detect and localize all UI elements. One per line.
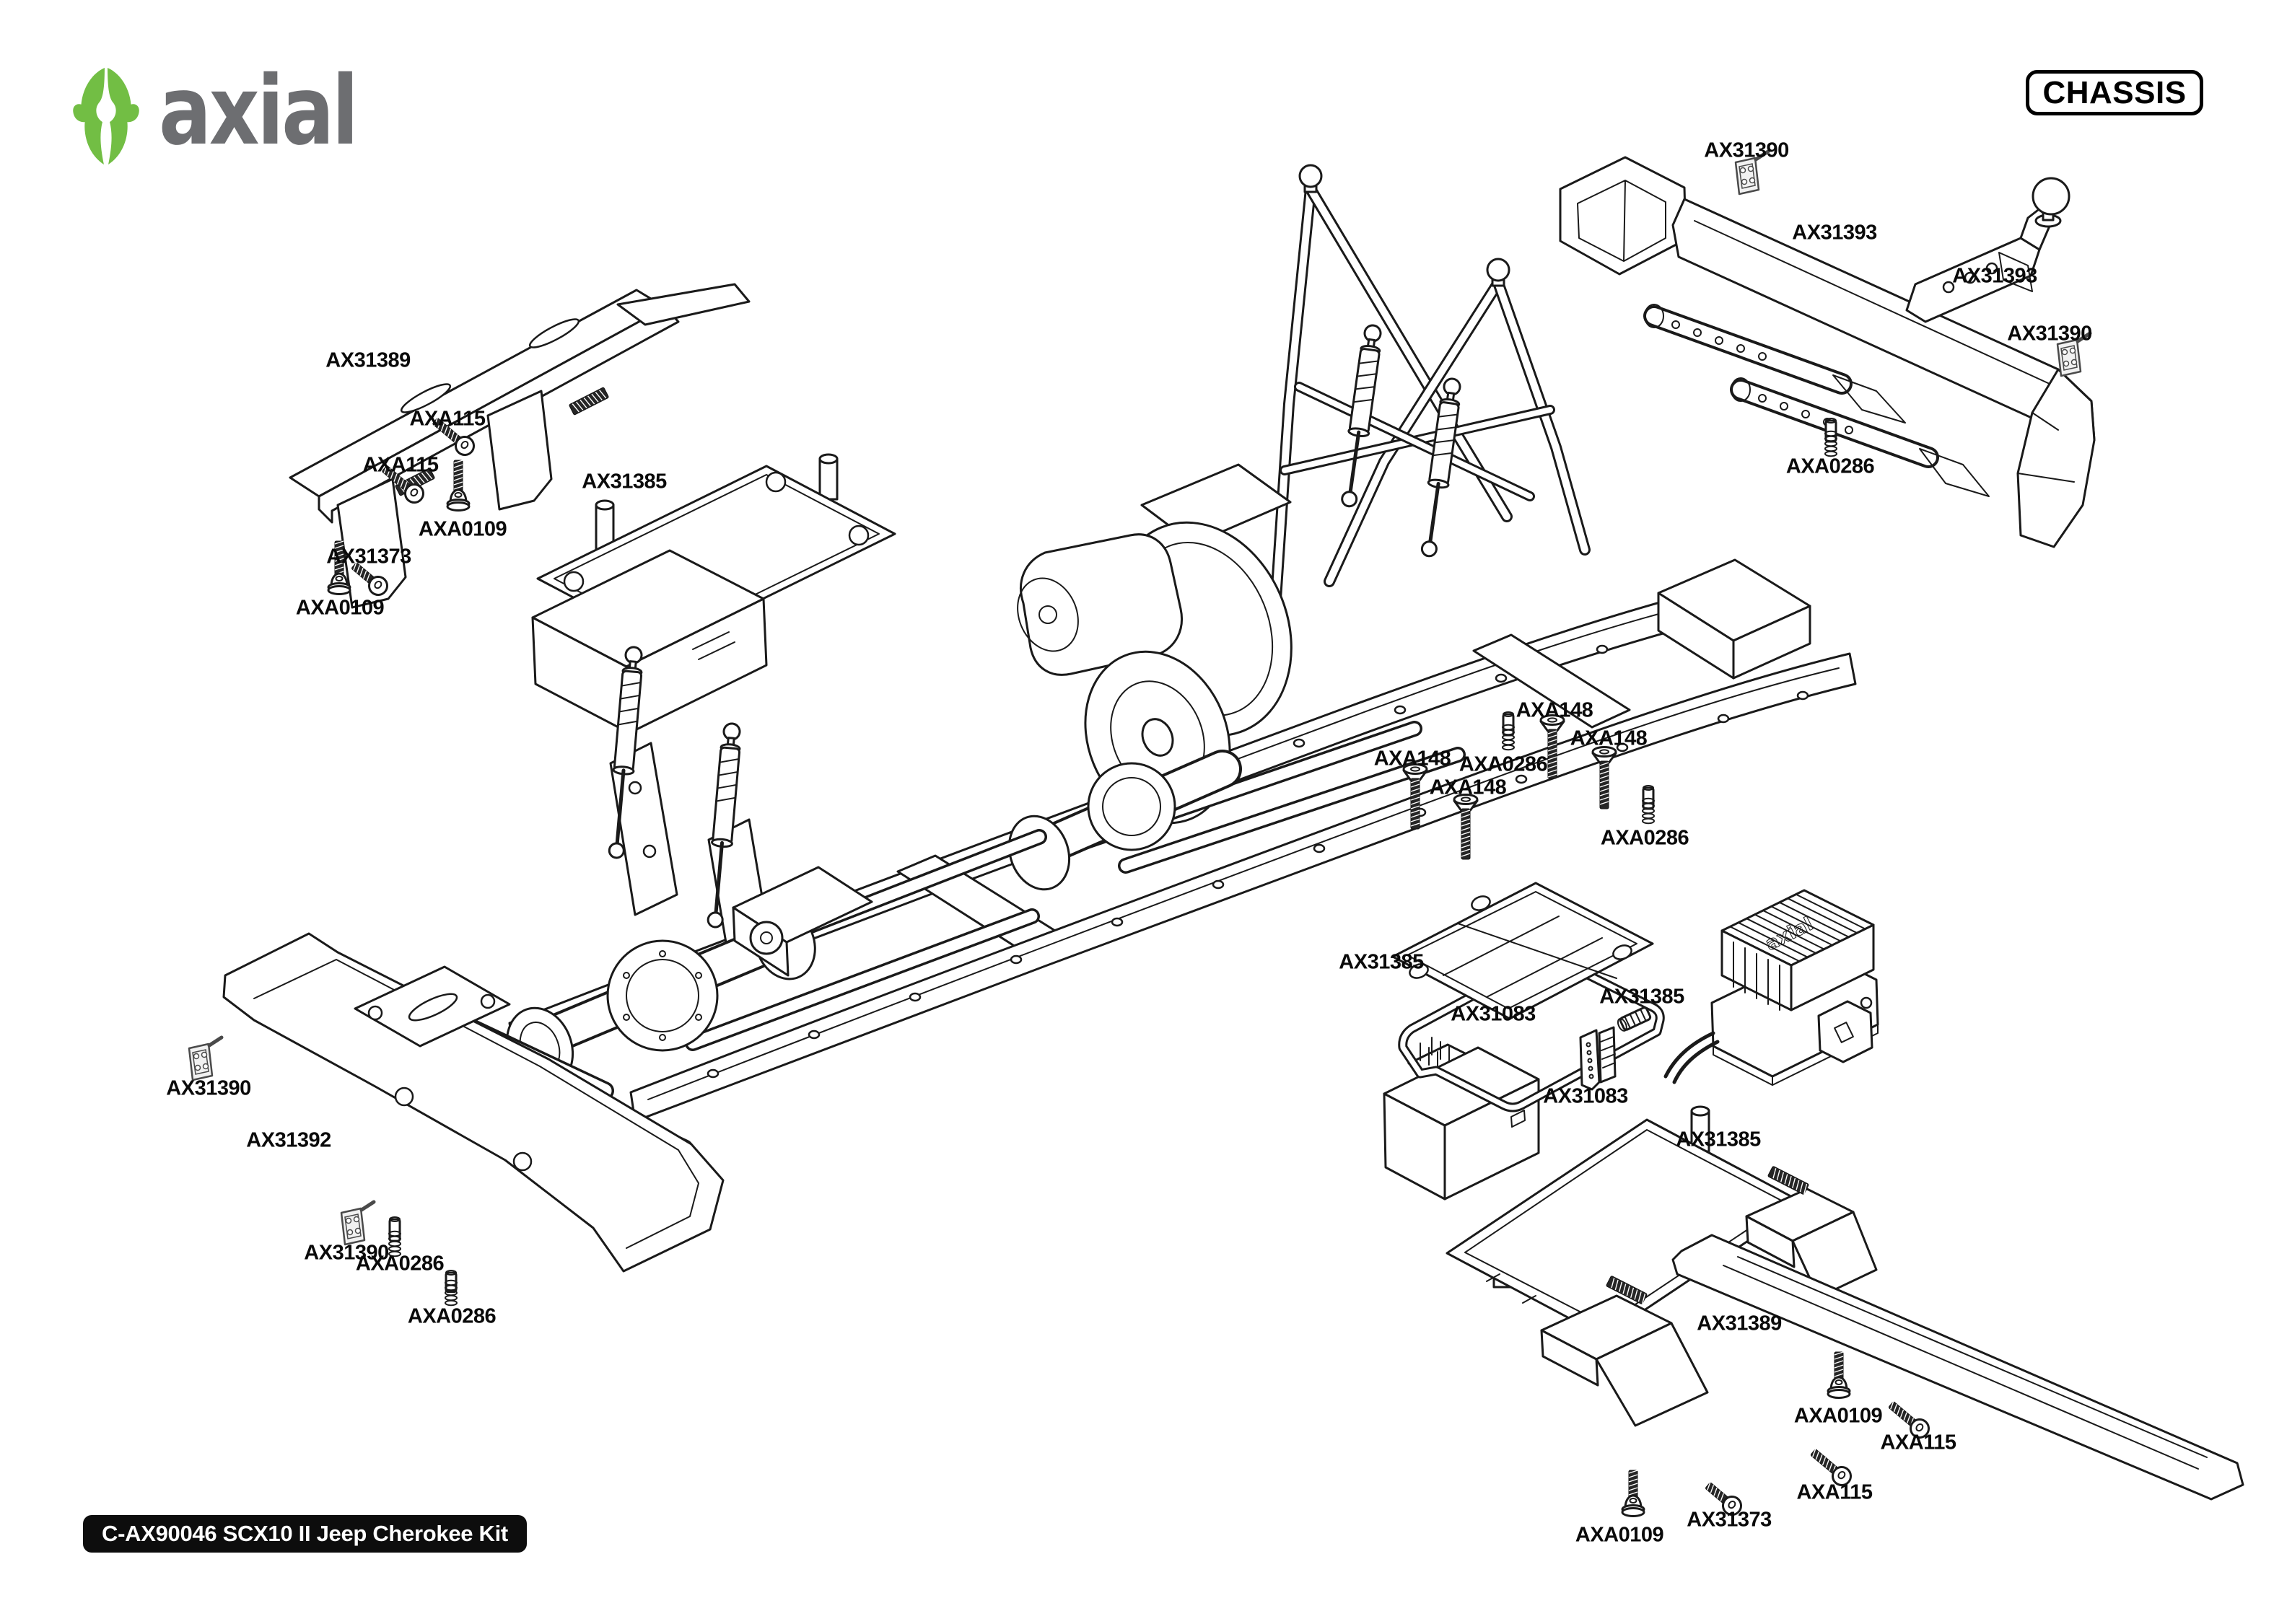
part-label-axa148: AXA148 [1516, 698, 1593, 722]
part-label-ax31385: AX31385 [582, 470, 667, 493]
side-slider-left [289, 283, 751, 609]
fastener-axa148 [1591, 746, 1617, 809]
part-label-ax31390: AX31390 [304, 1241, 389, 1265]
part-label-ax31390: AX31390 [166, 1076, 251, 1100]
part-label-ax31389: AX31389 [325, 348, 411, 372]
fastener-axa0286 [445, 1270, 458, 1307]
part-label-ax31385: AX31385 [1676, 1128, 1761, 1151]
box-vent-plug [1579, 1026, 1617, 1091]
brand-wordmark: axial [159, 56, 359, 167]
part-label-ax31083: AX31083 [1543, 1084, 1628, 1108]
part-label-axa0109: AXA0109 [418, 517, 507, 541]
fastener-ax31390 [1734, 149, 1770, 196]
part-label-ax31393: AX31393 [1792, 221, 1877, 245]
front-bumper [222, 932, 725, 1273]
part-label-axa115: AXA115 [362, 453, 439, 477]
fastener-axa0286 [1502, 711, 1515, 751]
fastener-ax31390 [340, 1200, 376, 1246]
kit-badge: C-AX90046 SCX10 II Jeep Cherokee Kit [83, 1515, 527, 1553]
part-label-axa0109: AXA0109 [1793, 1404, 1883, 1428]
part-label-ax31385: AX31385 [1599, 985, 1684, 1009]
fastener-axa0109 [1621, 1470, 1645, 1517]
part-label-ax31390: AX31390 [2007, 322, 2092, 346]
box-standoff [1617, 1006, 1652, 1032]
threaded-stud [1767, 1166, 1809, 1195]
part-label-ax31389: AX31389 [1697, 1312, 1782, 1335]
fastener-axa148 [1402, 763, 1428, 830]
fastener-ax31373 [351, 562, 388, 596]
fastener-ax31390 [188, 1035, 224, 1081]
esc: axial [1663, 889, 1879, 1086]
fastener-ax31390 [2056, 331, 2092, 377]
fastener-axa115 [1810, 1449, 1852, 1486]
electronics-tray-top [531, 453, 896, 734]
fastener-axa0109 [1827, 1351, 1851, 1399]
part-label-ax31393: AX31393 [1952, 264, 2037, 288]
part-label-axa0109: AXA0109 [295, 596, 385, 620]
part-label-axa0286: AXA0286 [1785, 455, 1875, 478]
part-label-axa148: AXA148 [1373, 747, 1451, 771]
fastener-axa0109 [327, 540, 351, 595]
part-label-axa115: AXA115 [409, 407, 486, 431]
fastener-axa115 [432, 417, 475, 456]
part-label-ax31373: AX31373 [1687, 1508, 1772, 1532]
shock-absorber [1341, 324, 1382, 508]
part-label-axa0286: AXA0286 [407, 1304, 497, 1328]
threaded-stud [569, 387, 609, 416]
shock-absorber [707, 722, 741, 929]
sheet-tag: CHASSIS [2026, 70, 2203, 115]
box-lid-plate [1391, 882, 1654, 1020]
fastener-axa115 [382, 465, 424, 504]
part-label-axa0109: AXA0109 [1575, 1523, 1664, 1547]
roll-cage [1270, 164, 1591, 605]
part-label-ax31392: AX31392 [246, 1128, 331, 1152]
part-label-axa0286: AXA0286 [1600, 826, 1689, 850]
fastener-axa0286 [388, 1216, 401, 1257]
rear-axle [1007, 721, 1466, 891]
fastener-axa148 [1453, 794, 1479, 860]
shock-absorber [1420, 377, 1461, 558]
part-label-ax31373: AX31373 [326, 545, 411, 569]
fastener-axa0109 [446, 460, 471, 512]
brand: axial [72, 56, 400, 167]
part-label-ax31390: AX31390 [1704, 139, 1789, 162]
axial-emblem-icon [73, 68, 139, 164]
part-label-axa115: AXA115 [1880, 1431, 1956, 1454]
part-label-axa115: AXA115 [1796, 1480, 1873, 1504]
shock-absorber [608, 646, 643, 859]
fastener-axa0286 [1824, 418, 1837, 457]
rear-bumper [1559, 156, 2096, 548]
part-label-axa148: AXA148 [1429, 776, 1507, 799]
threaded-stud [1606, 1276, 1648, 1304]
part-label-ax31083: AX31083 [1451, 1002, 1536, 1026]
part-label-axa0286: AXA0286 [355, 1252, 445, 1276]
fastener-axa148 [1539, 714, 1565, 779]
part-label-ax31385: AX31385 [1339, 950, 1424, 974]
part-label-axa148: AXA148 [1570, 727, 1648, 750]
side-slider-right [1540, 1188, 2244, 1501]
fastener-ax31373 [1705, 1482, 1742, 1516]
part-label-axa0286: AXA0286 [1459, 752, 1548, 776]
fastener-axa0286 [1642, 785, 1655, 825]
fastener-axa115 [1888, 1401, 1930, 1439]
trailer-hitch [1905, 177, 2070, 323]
